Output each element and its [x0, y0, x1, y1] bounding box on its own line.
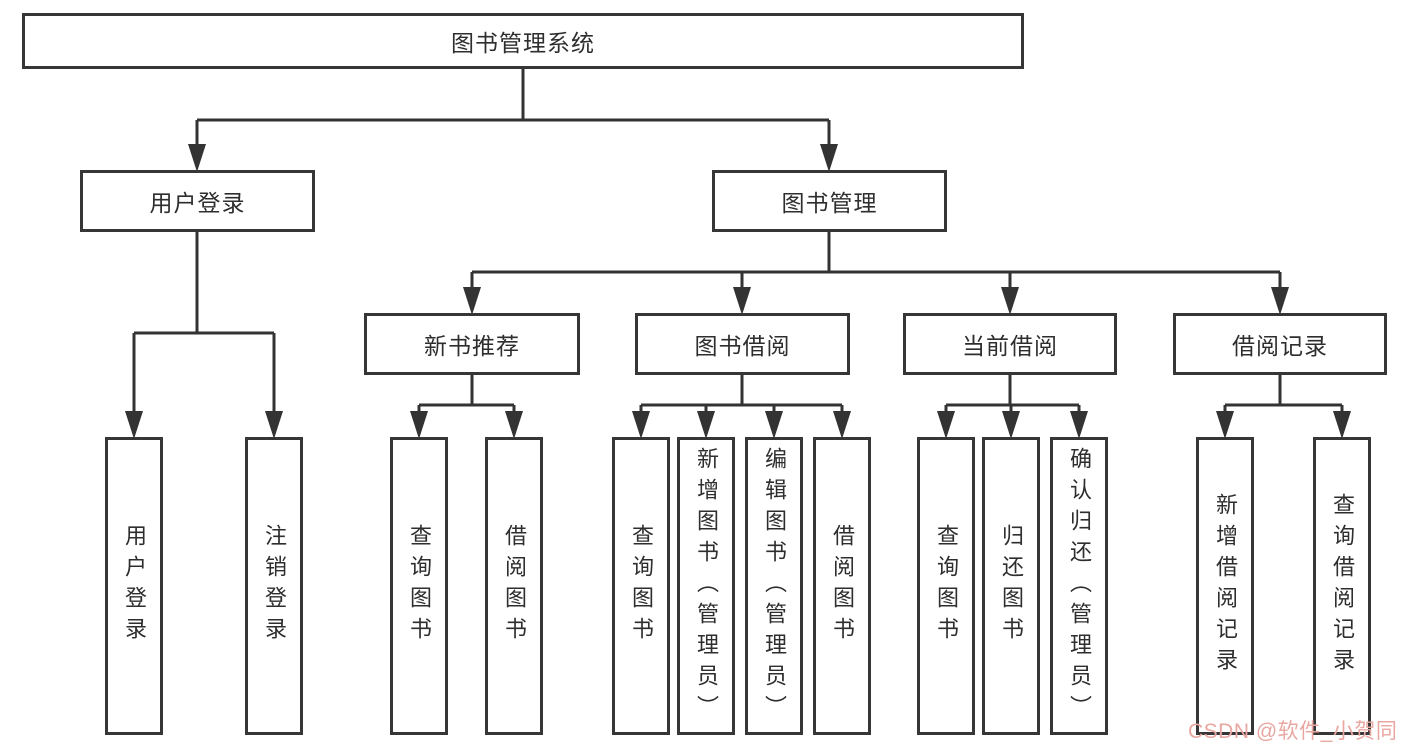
node-book-mgmt: 图书管理 [712, 170, 947, 232]
node-leaf-newbook-query: 查询图书 [390, 437, 448, 735]
node-current-borrow-label: 当前借阅 [962, 333, 1058, 359]
leaf-label: 确认归还（管理员） [1067, 446, 1092, 726]
leaf-label: 查询借阅记录 [1330, 493, 1355, 679]
leaf-label: 归还图书 [999, 524, 1024, 648]
node-user-login-group: 用户登录 [80, 170, 315, 232]
node-leaf-current-return: 归还图书 [982, 437, 1040, 735]
leaf-label: 借阅图书 [830, 524, 855, 648]
leaf-label: 借阅图书 [502, 524, 527, 648]
node-leaf-current-query: 查询图书 [917, 437, 975, 735]
node-book-mgmt-label: 图书管理 [781, 190, 878, 216]
arrowhead-icons [125, 144, 1351, 439]
node-book-borrow-label: 图书借阅 [694, 333, 791, 359]
leaf-label: 查询图书 [407, 524, 432, 648]
node-borrow-records: 借阅记录 [1173, 313, 1387, 375]
leaf-label: 编辑图书（管理员） [762, 446, 787, 726]
node-leaf-newbook-borrow: 借阅图书 [485, 437, 543, 735]
leaf-label: 注销登录 [262, 524, 287, 648]
leaf-label: 新增借阅记录 [1213, 493, 1238, 679]
node-user-login-group-label: 用户登录 [149, 190, 246, 216]
leaf-label: 查询图书 [934, 524, 959, 648]
node-borrow-records-label: 借阅记录 [1232, 333, 1328, 359]
node-leaf-borrow-borrow: 借阅图书 [813, 437, 871, 735]
node-leaf-records-query: 查询借阅记录 [1313, 437, 1371, 735]
watermark: CSDN @软件_小贺同学 [1188, 720, 1398, 743]
node-new-book-rec-label: 新书推荐 [424, 333, 520, 359]
node-leaf-logout: 注销登录 [245, 437, 303, 735]
node-leaf-current-confirm: 确认归还（管理员） [1050, 437, 1108, 735]
node-new-book-rec: 新书推荐 [364, 313, 580, 375]
node-leaf-user-login: 用户登录 [105, 437, 163, 735]
node-root-label: 图书管理系统 [451, 30, 595, 56]
node-root: 图书管理系统 [22, 13, 1024, 69]
node-leaf-borrow-query: 查询图书 [612, 437, 670, 735]
leaf-label: 新增图书（管理员） [694, 446, 719, 726]
node-current-borrow: 当前借阅 [903, 313, 1117, 375]
node-leaf-borrow-edit: 编辑图书（管理员） [745, 437, 803, 735]
leaf-label: 用户登录 [122, 524, 147, 648]
node-leaf-borrow-add: 新增图书（管理员） [677, 437, 735, 735]
leaf-label: 查询图书 [629, 524, 654, 648]
node-leaf-records-add: 新增借阅记录 [1196, 437, 1254, 735]
node-book-borrow: 图书借阅 [635, 313, 850, 375]
